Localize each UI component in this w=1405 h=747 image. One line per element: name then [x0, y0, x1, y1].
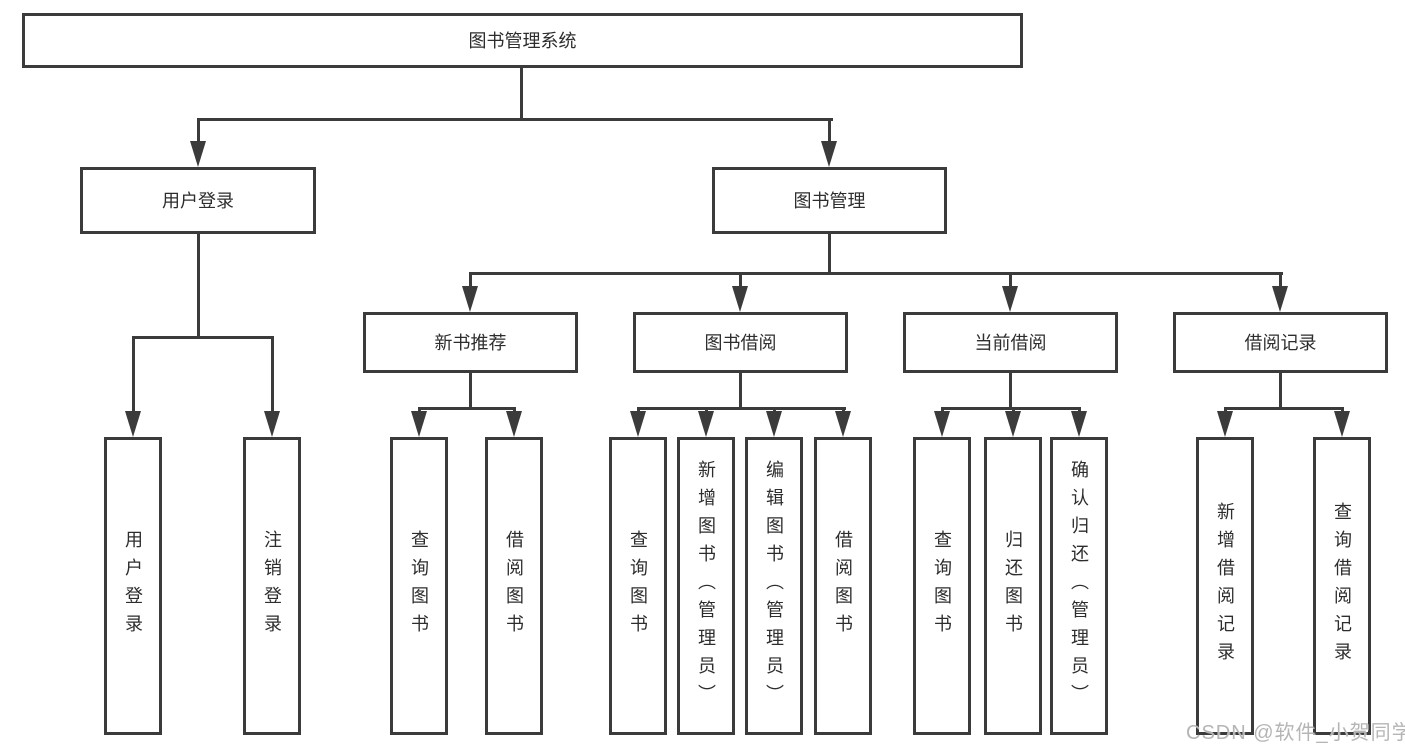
node-label: 注销登录	[262, 530, 282, 642]
connector-arrowhead	[411, 411, 427, 437]
node-label: 借阅图书	[504, 530, 524, 642]
connector-vline	[1279, 272, 1282, 289]
connector-hline	[637, 407, 846, 410]
node-label: 新书推荐	[434, 332, 507, 353]
node-label: 新增借阅记录	[1215, 502, 1235, 670]
connector-vline	[1009, 272, 1012, 289]
connector-vline	[739, 272, 742, 289]
leaf-logout-action: 注销登录	[243, 437, 301, 735]
node-label: 图书借阅	[704, 332, 777, 353]
node-user-login: 用户登录	[80, 167, 316, 234]
node-label: 借阅记录	[1244, 332, 1317, 353]
node-label: 新增图书（管理员）	[696, 460, 716, 712]
node-book-borrow: 图书借阅	[633, 312, 848, 373]
connector-arrowhead	[1272, 286, 1288, 312]
node-label: 查询图书	[409, 530, 429, 642]
leaf-edit-books-admin: 编辑图书（管理员）	[745, 437, 803, 735]
node-label: 借阅图书	[833, 530, 853, 642]
node-label: 图书管理系统	[468, 30, 577, 51]
leaf-return-books: 归还图书	[984, 437, 1042, 735]
node-root-system: 图书管理系统	[22, 13, 1023, 68]
node-label: 图书管理	[793, 190, 866, 211]
node-borrow-records: 借阅记录	[1173, 312, 1388, 373]
node-book-management: 图书管理	[712, 167, 947, 234]
connector-vline	[520, 68, 523, 121]
leaf-add-books-admin: 新增图书（管理员）	[677, 437, 735, 735]
leaf-borrow-books-1: 借阅图书	[485, 437, 543, 735]
connector-arrowhead	[1071, 411, 1087, 437]
node-label: 确认归还（管理员）	[1069, 460, 1089, 712]
connector-vline	[828, 118, 831, 146]
leaf-borrow-books-2: 借阅图书	[814, 437, 872, 735]
node-label: 编辑图书（管理员）	[764, 460, 784, 712]
connector-vline	[197, 118, 200, 146]
connector-arrowhead	[506, 411, 522, 437]
connector-arrowhead	[934, 411, 950, 437]
connector-arrowhead	[1334, 411, 1350, 437]
connector-hline	[469, 272, 1283, 275]
connector-arrowhead	[835, 411, 851, 437]
node-current-borrow: 当前借阅	[903, 312, 1118, 373]
node-label: 用户登录	[162, 190, 234, 211]
leaf-user-login-action: 用户登录	[104, 437, 162, 735]
connector-arrowhead	[766, 411, 782, 437]
connector-vline	[469, 373, 472, 410]
connector-hline	[132, 336, 274, 339]
connector-vline	[1279, 373, 1282, 410]
connector-arrowhead	[630, 411, 646, 437]
connector-arrowhead	[698, 411, 714, 437]
connector-vline	[469, 272, 472, 289]
leaf-confirm-return-admin: 确认归还（管理员）	[1050, 437, 1108, 735]
connector-hline	[941, 407, 1081, 410]
connector-vline	[828, 234, 831, 275]
connector-vline	[132, 336, 135, 414]
connector-arrowhead	[190, 141, 206, 167]
node-label: 归还图书	[1003, 530, 1023, 642]
leaf-query-books-1: 查询图书	[390, 437, 448, 735]
leaf-query-books-2: 查询图书	[609, 437, 667, 735]
connector-hline	[197, 118, 833, 121]
connector-arrowhead	[1002, 286, 1018, 312]
connector-vline	[1009, 373, 1012, 410]
node-label: 查询图书	[628, 530, 648, 642]
connector-arrowhead	[1005, 411, 1021, 437]
leaf-query-books-3: 查询图书	[913, 437, 971, 735]
connector-arrowhead	[1217, 411, 1233, 437]
node-new-book-recommend: 新书推荐	[363, 312, 578, 373]
node-label: 查询借阅记录	[1332, 502, 1352, 670]
node-label: 当前借阅	[974, 332, 1047, 353]
connector-arrowhead	[732, 286, 748, 312]
connector-arrowhead	[125, 411, 141, 437]
connector-vline	[197, 234, 200, 339]
node-label: 用户登录	[123, 530, 143, 642]
connector-arrowhead	[821, 141, 837, 167]
node-label: 查询图书	[932, 530, 952, 642]
connector-arrowhead	[264, 411, 280, 437]
connector-hline	[1224, 407, 1344, 410]
leaf-add-borrow-record: 新增借阅记录	[1196, 437, 1254, 735]
connector-vline	[271, 336, 274, 414]
leaf-query-borrow-record: 查询借阅记录	[1313, 437, 1371, 735]
connector-hline	[418, 407, 516, 410]
connector-vline	[739, 373, 742, 410]
csdn-watermark: CSDN @软件_小贺同学	[1186, 722, 1405, 744]
connector-arrowhead	[462, 286, 478, 312]
